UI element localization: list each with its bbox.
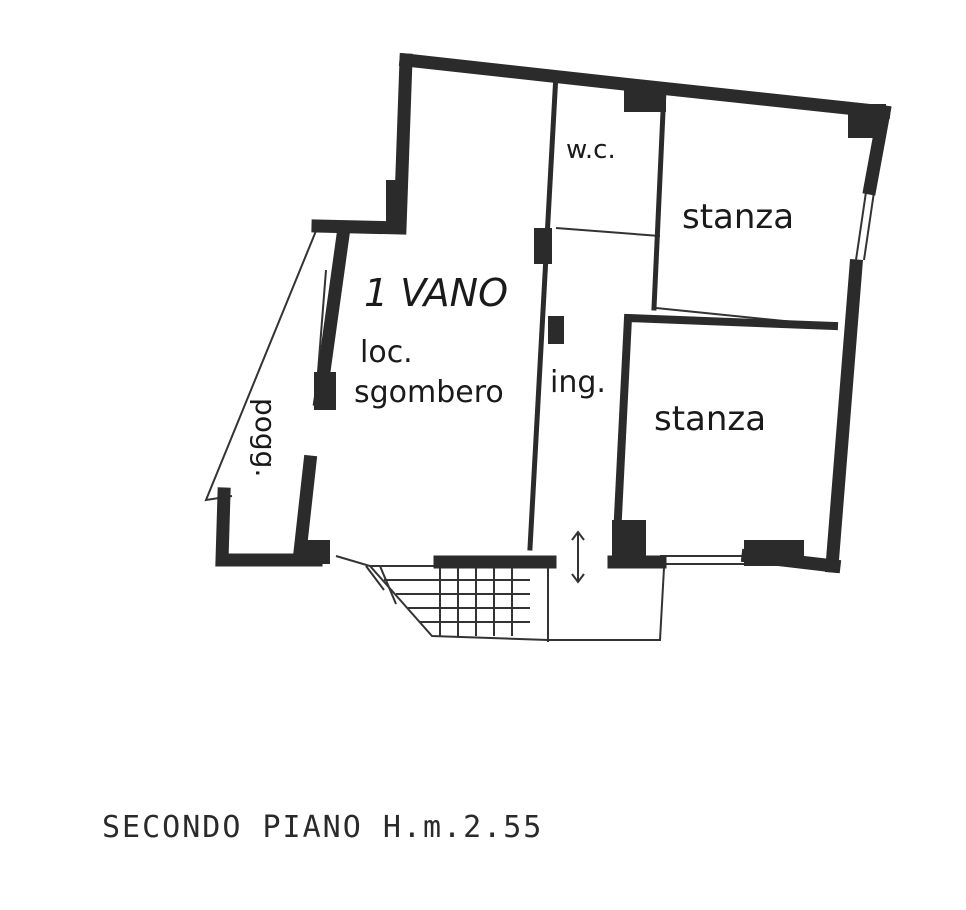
stair-treads [365,565,530,636]
inner-wall-stanza [611,313,839,561]
stair-outline [335,555,665,641]
left-lower-wall [292,454,318,560]
wc-bottom-wall [555,227,661,237]
stanza-bottom-label: stanza [654,399,766,439]
bottom-wall-left [215,487,323,567]
inner-wall-loc [527,71,559,551]
loc-label-line2: sgombero [354,375,504,410]
wc-label: w.c. [566,135,616,165]
window-line [863,191,875,261]
vano-annotation: 1 VANO [364,271,508,315]
window-line [317,269,327,373]
window-line [855,191,867,261]
poggiolo-label: pogg. [249,398,282,477]
left-wall [312,220,352,408]
right-wall-lower [825,259,863,573]
floor-caption: SECONDO PIANO H.m.2.55 [102,810,544,845]
door-arrow-head [571,573,585,584]
walls [215,52,892,574]
stanza-top-label: stanza [682,197,794,237]
wall-blocks [296,82,886,568]
ingresso-label: ing. [550,365,606,400]
inner-wall-wc-right [651,87,667,311]
loc-label-line1: loc. [360,335,413,370]
door-arrow-head [571,530,585,541]
